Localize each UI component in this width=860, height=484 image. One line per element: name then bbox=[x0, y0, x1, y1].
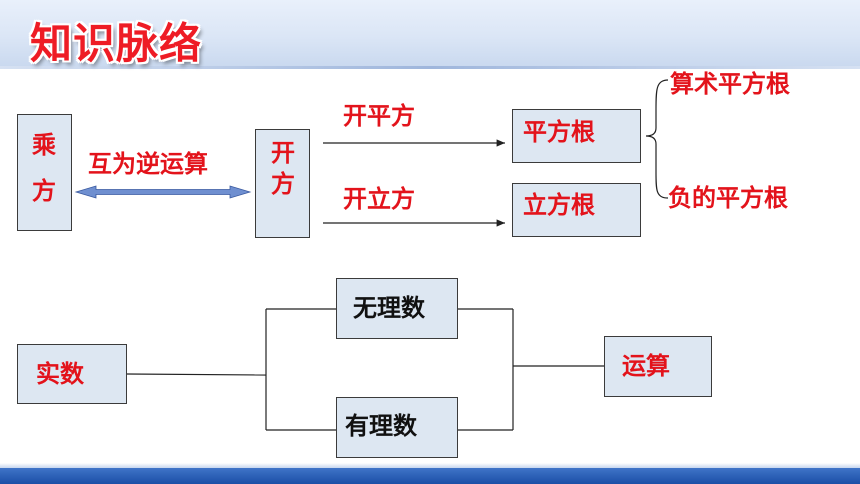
page-title: 知识脉络 bbox=[30, 19, 203, 68]
node-youlishu-label: 有理数 bbox=[345, 412, 417, 440]
header-band bbox=[0, 0, 860, 66]
node-yunsuan bbox=[604, 336, 712, 397]
curly-brace bbox=[645, 79, 669, 199]
node-pingfanggen bbox=[512, 109, 641, 163]
node-lifanggen-label: 立方根 bbox=[523, 191, 595, 219]
node-lifanggen bbox=[512, 183, 641, 237]
node-pingfanggen-label: 平方根 bbox=[523, 118, 595, 146]
line-shishu-trunk bbox=[126, 373, 267, 376]
node-kaifang bbox=[255, 129, 310, 238]
inverse-double-arrow bbox=[74, 185, 252, 199]
node-shishu-label: 实数 bbox=[36, 360, 84, 388]
node-chengfang-char2: 方 bbox=[32, 177, 56, 205]
label-suanshu-pingfanggen: 算术平方根 bbox=[670, 70, 790, 98]
footer-highlight bbox=[0, 463, 860, 468]
node-wulishu bbox=[336, 278, 458, 339]
node-wulishu-label: 无理数 bbox=[353, 294, 425, 322]
node-yunsuan-label: 运算 bbox=[622, 352, 670, 380]
node-chengfang-char1: 乘 bbox=[32, 131, 56, 159]
footer-band bbox=[0, 468, 860, 484]
label-kai-lifang: 开立方 bbox=[343, 185, 415, 213]
node-kaifang-char2: 方 bbox=[271, 170, 295, 198]
header-divider bbox=[0, 66, 860, 69]
label-kai-pingfang: 开平方 bbox=[343, 102, 415, 130]
label-inverse-ops: 互为逆运算 bbox=[88, 150, 208, 178]
node-kaifang-char1: 开 bbox=[271, 139, 295, 167]
label-fu-pingfanggen: 负的平方根 bbox=[668, 184, 788, 212]
node-youlishu bbox=[336, 397, 458, 458]
node-shishu bbox=[17, 344, 127, 404]
node-chengfang bbox=[17, 114, 72, 231]
